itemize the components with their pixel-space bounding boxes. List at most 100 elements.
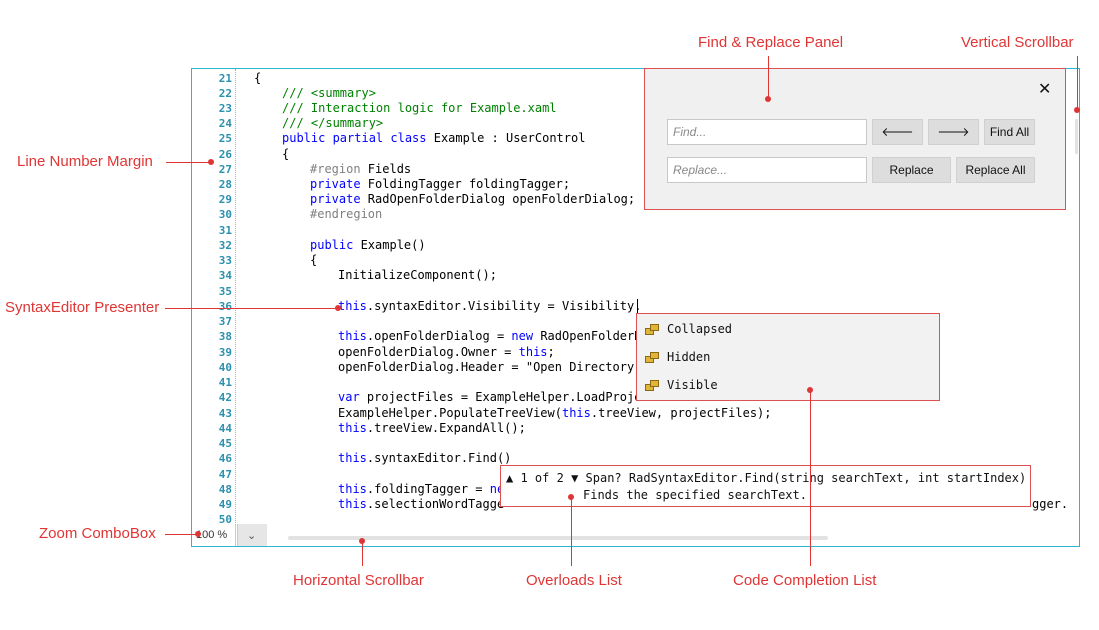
line-number: 50 xyxy=(218,513,232,526)
line-number: 42 xyxy=(218,391,232,404)
dot-horizontal-scrollbar xyxy=(359,538,365,544)
leader-zoom-combobox xyxy=(165,534,198,535)
overload-description: Finds the specified searchText. xyxy=(583,488,807,502)
label-presenter: SyntaxEditor Presenter xyxy=(5,299,160,316)
code-line-29: private RadOpenFolderDialog openFolderDi… xyxy=(310,192,636,206)
line-number: 22 xyxy=(218,87,232,100)
replace-input[interactable]: Replace... xyxy=(667,157,867,183)
dot-find-replace xyxy=(765,96,771,102)
replace-all-button[interactable]: Replace All xyxy=(956,157,1035,183)
find-all-button[interactable]: Find All xyxy=(984,119,1035,145)
zoom-dropdown-button[interactable]: ⌄ xyxy=(237,524,267,546)
line-number: 30 xyxy=(218,208,232,221)
line-number: 47 xyxy=(218,468,232,481)
arrow-right-icon: 🡒 xyxy=(937,125,970,139)
dot-zoom-combobox xyxy=(195,531,201,537)
line-number: 40 xyxy=(218,361,232,374)
up-arrow-icon[interactable]: ▲ xyxy=(506,471,514,485)
line-number: 45 xyxy=(218,437,232,450)
code-line-32: public Example() xyxy=(310,238,426,252)
label-find-replace-panel: Find & Replace Panel xyxy=(698,34,844,51)
dot-presenter xyxy=(335,305,341,311)
enum-member-icon xyxy=(645,380,659,391)
down-arrow-icon[interactable]: ▼ xyxy=(571,471,579,485)
leader-code-completion-list xyxy=(810,390,811,566)
leader-horizontal-scrollbar xyxy=(362,541,363,566)
leader-presenter xyxy=(165,308,338,309)
line-number: 29 xyxy=(218,193,232,206)
line-number: 27 xyxy=(218,163,232,176)
enum-member-icon xyxy=(645,352,659,363)
label-zoom-combobox: Zoom ComboBox xyxy=(39,525,156,542)
overload-signature: Span? RadSyntaxEditor.Find(string search… xyxy=(585,471,1027,485)
completion-item[interactable]: Collapsed xyxy=(645,320,732,338)
code-line-24: /// </summary> xyxy=(282,116,384,130)
line-number: 21 xyxy=(218,72,232,85)
leader-overloads-list xyxy=(571,497,572,566)
code-line-22: /// <summary> xyxy=(282,86,376,100)
dot-vertical-scrollbar xyxy=(1074,107,1080,113)
find-previous-button[interactable]: 🡐 xyxy=(872,119,923,145)
overloads-list: ▲ 1 of 2 ▼ Span? RadSyntaxEditor.Find(st… xyxy=(500,465,1031,507)
code-line-43: ExampleHelper.PopulateTreeView(this.tree… xyxy=(338,406,772,420)
enum-member-icon xyxy=(645,324,659,335)
code-line-46: this.syntaxEditor.Find() xyxy=(338,451,512,465)
dot-code-completion-list xyxy=(807,387,813,393)
chevron-down-icon: ⌄ xyxy=(247,529,257,542)
dot-overloads-list xyxy=(568,494,574,500)
line-number: 33 xyxy=(218,254,232,267)
code-line-38: this.openFolderDialog = new RadOpenFolde… xyxy=(338,329,642,343)
code-line-44: this.treeView.ExpandAll(); xyxy=(338,421,526,435)
leader-find-replace xyxy=(768,56,769,99)
line-number: 28 xyxy=(218,178,232,191)
find-next-button[interactable]: 🡒 xyxy=(928,119,979,145)
completion-item[interactable]: Visible xyxy=(645,376,718,394)
vertical-scrollbar[interactable] xyxy=(1075,119,1078,154)
code-line-23: /// Interaction logic for Example.xaml xyxy=(282,101,557,115)
line-number: 44 xyxy=(218,422,232,435)
code-line-49: this.selectionWordTagge xyxy=(338,497,505,511)
code-line-36: this.syntaxEditor.Visibility = Visibilit… xyxy=(338,299,642,313)
gutter-separator xyxy=(235,69,236,523)
zoom-value: 100 % xyxy=(196,529,228,541)
code-line-27: #region Fields xyxy=(310,162,412,176)
text-caret xyxy=(637,299,638,314)
line-number: 34 xyxy=(218,269,232,282)
code-line-21: { xyxy=(254,71,262,85)
line-number: 49 xyxy=(218,498,232,511)
zoom-combobox[interactable]: 100 % xyxy=(192,524,236,546)
line-number: 38 xyxy=(218,330,232,343)
horizontal-scrollbar[interactable] xyxy=(288,536,828,540)
find-input[interactable]: Find... xyxy=(667,119,867,145)
line-number: 35 xyxy=(218,285,232,298)
code-line-25: public partial class Example : UserContr… xyxy=(282,131,586,145)
label-code-completion-list: Code Completion List xyxy=(733,572,877,589)
code-line-28: private FoldingTagger foldingTagger; xyxy=(310,177,571,191)
code-line-49-tail: gger. xyxy=(1032,497,1069,511)
label-overloads-list: Overloads List xyxy=(526,572,622,589)
line-number: 24 xyxy=(218,117,232,130)
overloads-header: ▲ 1 of 2 ▼ Span? RadSyntaxEditor.Find(st… xyxy=(506,471,1026,485)
leader-vertical-scrollbar xyxy=(1077,56,1078,110)
line-number: 39 xyxy=(218,346,232,359)
dot-line-number-margin xyxy=(208,159,214,165)
line-number: 46 xyxy=(218,452,232,465)
line-number: 43 xyxy=(218,407,232,420)
leader-line-number-margin xyxy=(166,162,211,163)
line-number: 37 xyxy=(218,315,232,328)
label-line-number-margin: Line Number Margin xyxy=(17,153,153,170)
code-line-40: openFolderDialog.Header = "Open Director… xyxy=(338,360,642,374)
completion-item[interactable]: Hidden xyxy=(645,348,710,366)
find-replace-panel: ✕ Find... 🡐 🡒 Find All Replace... Replac… xyxy=(644,68,1066,210)
label-horizontal-scrollbar: Horizontal Scrollbar xyxy=(293,572,424,589)
line-number: 31 xyxy=(218,224,232,237)
code-line-30: #endregion xyxy=(310,207,383,221)
code-line-26: { xyxy=(282,147,290,161)
overload-position: 1 of 2 xyxy=(520,471,564,485)
line-number: 36 xyxy=(218,300,232,313)
line-number: 41 xyxy=(218,376,232,389)
close-icon[interactable]: ✕ xyxy=(1038,79,1052,98)
code-line-39: openFolderDialog.Owner = this; xyxy=(338,345,555,359)
replace-button[interactable]: Replace xyxy=(872,157,951,183)
